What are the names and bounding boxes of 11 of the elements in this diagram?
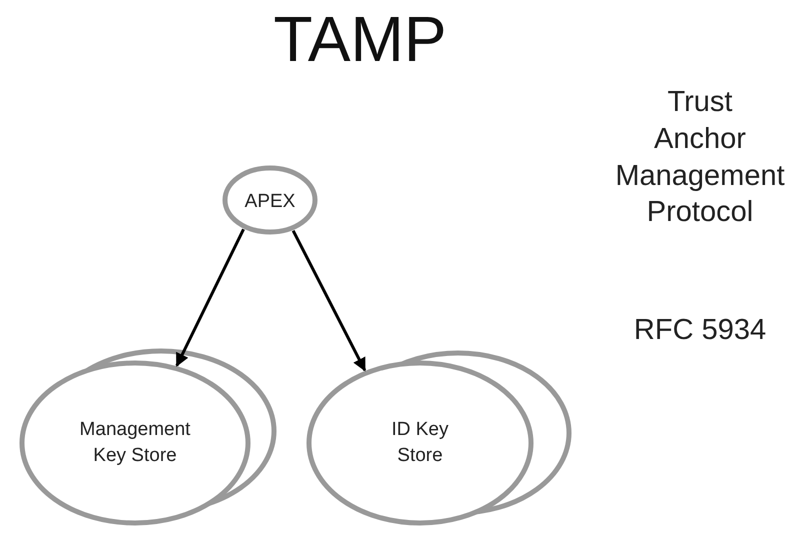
node-label: APEX: [244, 190, 296, 214]
node-label: ID Key Store: [390, 418, 450, 468]
stacked-ellipse-node: [19, 348, 277, 526]
reference-note: RFC 5934: [632, 313, 768, 348]
ellipse-node: [222, 165, 318, 235]
title: TAMP: [272, 2, 448, 76]
arrow: [175, 228, 245, 367]
stacked-ellipse-node: [306, 350, 572, 526]
arrow: [292, 230, 366, 372]
subtitle: Trust Anchor Management Protocol: [614, 85, 786, 230]
node-label: Management Key Store: [78, 418, 192, 468]
